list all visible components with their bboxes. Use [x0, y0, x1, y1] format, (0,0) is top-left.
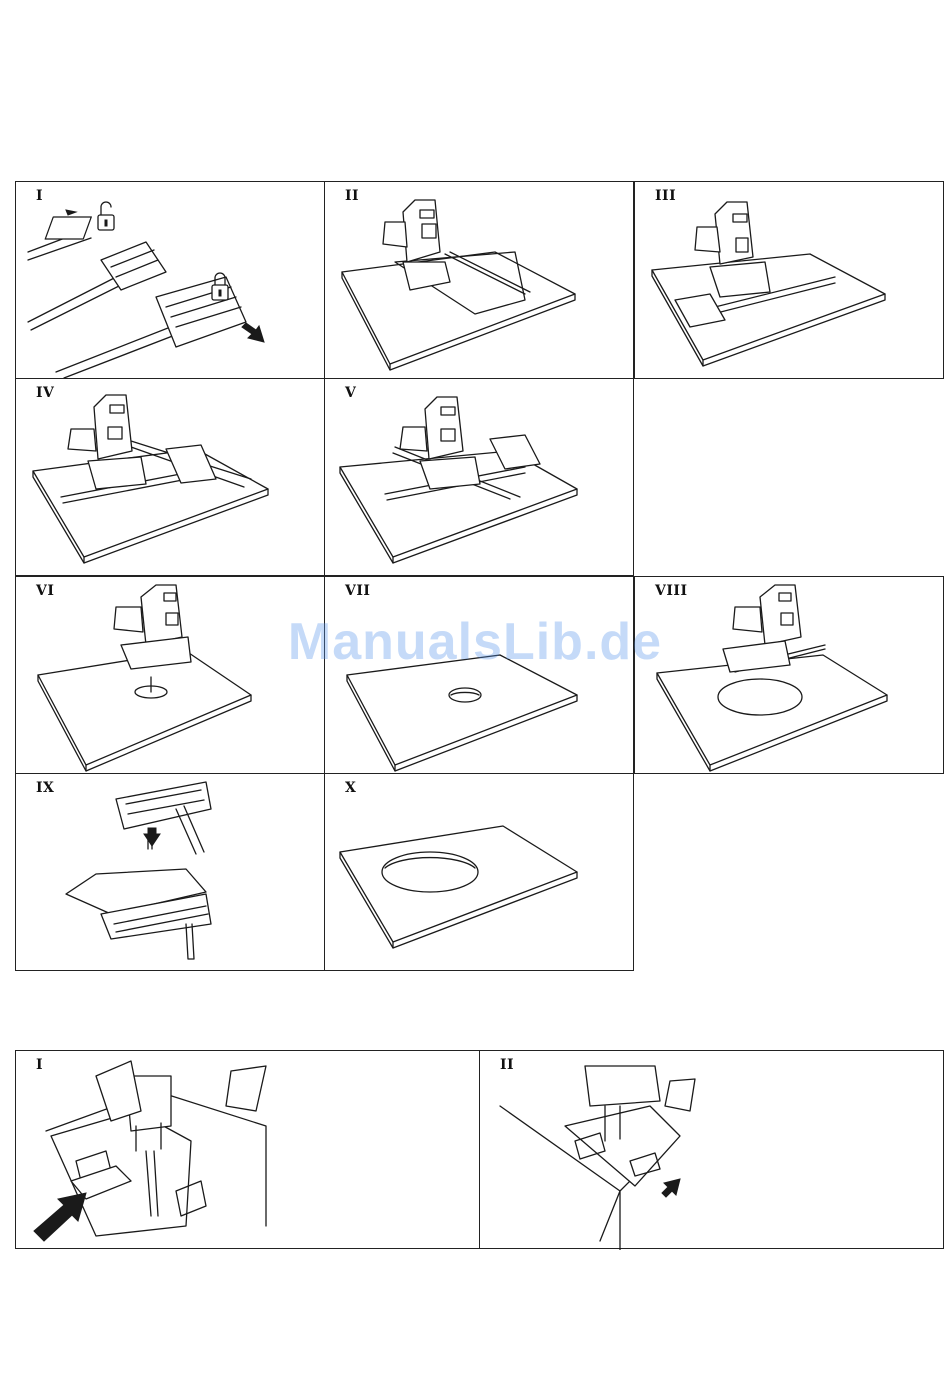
- jigsaw-angled-rail-illustration: [16, 379, 326, 577]
- panel-I: I: [15, 181, 325, 379]
- panel-III: III: [634, 181, 944, 379]
- panel-VIII: VIII: [634, 576, 944, 774]
- board-with-large-hole-illustration: [325, 774, 635, 972]
- panel-IV: IV: [15, 378, 325, 576]
- panel-II: II: [324, 181, 634, 379]
- illustration-grid: I II: [15, 181, 944, 972]
- board-with-small-hole-illustration: [325, 577, 635, 775]
- panel-VII: VII: [324, 576, 634, 774]
- bottom-panel-II: II: [479, 1050, 944, 1249]
- panel-V: V: [324, 378, 634, 576]
- blade-insert-section: I II: [15, 1050, 944, 1249]
- jigsaw-parallel-guide-illustration: [635, 182, 945, 380]
- jigsaw-rail-adapter-illustration: [325, 379, 635, 577]
- panel-IX: IX: [15, 773, 325, 971]
- panel-VI: VI: [15, 576, 325, 774]
- jigsaw-cutting-circle-illustration: [635, 577, 945, 775]
- base-plate-attachment-illustration: [16, 774, 326, 972]
- jigsaw-circle-cutter-illustration: [16, 577, 326, 775]
- blade-release-illustration: [480, 1051, 945, 1250]
- push-arrow-icon: [662, 1179, 680, 1197]
- jigsaw-with-guide-rail-illustration: [325, 182, 635, 380]
- padlock-open-icon: [98, 202, 114, 230]
- push-arrow-icon: [144, 828, 160, 846]
- push-arrow-icon: [34, 1193, 86, 1241]
- push-arrow-icon: [242, 323, 264, 342]
- blade-insert-illustration: [16, 1051, 481, 1250]
- panel-X: X: [324, 773, 634, 971]
- guide-rail-lock-illustration: [16, 182, 326, 380]
- bottom-panel-I: I: [15, 1050, 480, 1249]
